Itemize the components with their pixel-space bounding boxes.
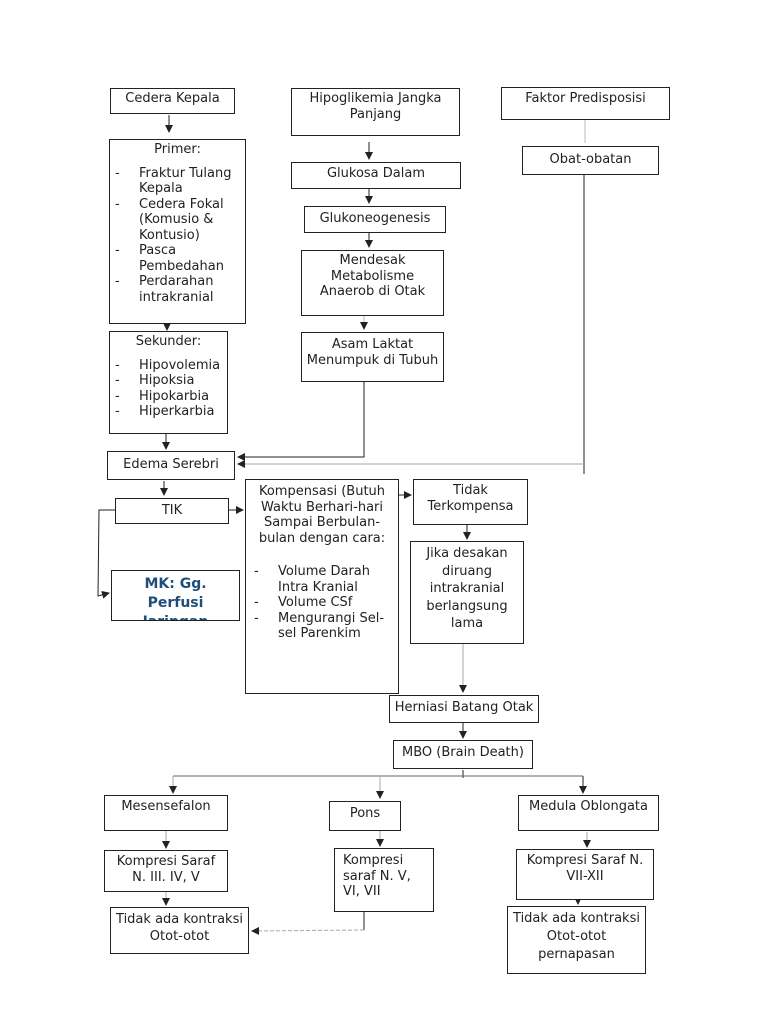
- node-kompresi-medula: Kompresi Saraf N. VII-XII: [516, 849, 654, 900]
- connector-tik-mk: [97, 509, 115, 599]
- kompensasi-title: Kompensasi (Butuh Waktu Berhari-hari Sam…: [258, 484, 386, 546]
- sekunder-item: Hipokarbia: [113, 389, 224, 405]
- node-tidak-ada-kontraksi-right: Tidak ada kontraksi Otot-otot pernapasan: [507, 906, 646, 974]
- primer-item: Perdarahan intrakranial: [113, 274, 242, 305]
- node-kompresi-pons: Kompresi saraf N. V, VI, VII: [334, 848, 434, 912]
- node-kompensasi: Kompensasi (Butuh Waktu Berhari-hari Sam…: [245, 479, 399, 694]
- node-primer: Primer: Fraktur Tulang Kepala Cedera Fok…: [109, 139, 246, 324]
- node-glukosa-dalam: Glukosa Dalam: [291, 162, 461, 189]
- node-asam-laktat: Asam Laktat Menumpuk di Tubuh: [301, 332, 444, 382]
- primer-title: Primer:: [154, 142, 201, 157]
- connector-asam-laktat: [237, 382, 365, 461]
- sekunder-title: Sekunder:: [135, 334, 202, 349]
- primer-item: Fraktur Tulang Kepala: [113, 166, 242, 197]
- kompensasi-item: Mengurangi Sel-sel Parenkim: [252, 611, 392, 642]
- node-mk-perfusi: MK: Gg. Perfusi Jaringan: [111, 570, 240, 621]
- node-jika-desakan: Jika desakan diruang intrakranial berlan…: [410, 541, 524, 644]
- kompensasi-item: Volume Darah Intra Kranial: [252, 564, 392, 595]
- node-mendesak: Mendesak Metabolisme Anaerob di Otak: [301, 250, 444, 316]
- node-tidak-terkompensa: Tidak Terkompensa: [413, 479, 528, 525]
- node-pons: Pons: [329, 801, 401, 831]
- node-obat-obatan: Obat-obatan: [522, 146, 659, 175]
- node-kompresi-mesensefalon: Kompresi Saraf N. III. IV, V: [104, 850, 228, 892]
- node-edema-serebri: Edema Serebri: [107, 451, 235, 480]
- node-hipoglikemia: Hipoglikemia Jangka Panjang: [291, 88, 460, 136]
- kompensasi-item: Volume CSf: [252, 595, 392, 611]
- sekunder-item: Hipoksia: [113, 373, 224, 389]
- node-glukoneogenesis: Glukoneogenesis: [304, 206, 446, 233]
- sekunder-item: Hiperkarbia: [113, 404, 224, 420]
- node-faktor-predisposisi: Faktor Predisposisi: [501, 87, 670, 120]
- node-tik: TIK: [115, 498, 229, 524]
- node-mesensefalon: Mesensefalon: [104, 795, 228, 831]
- primer-item: Pasca Pembedahan: [113, 243, 242, 274]
- primer-item: Cedera Fokal (Komusio & Kontusio): [113, 197, 242, 244]
- node-medula: Medula Oblongata: [518, 795, 659, 831]
- node-mbo: MBO (Brain Death): [393, 740, 533, 769]
- sekunder-item: Hipovolemia: [113, 358, 224, 374]
- node-herniasi: Herniasi Batang Otak: [389, 695, 539, 723]
- node-cedera-kepala: Cedera Kepala: [110, 88, 235, 114]
- node-tidak-ada-kontraksi-left: Tidak ada kontraksi Otot-otot: [110, 907, 249, 954]
- node-sekunder: Sekunder: Hipovolemia Hipoksia Hipokarbi…: [109, 331, 228, 434]
